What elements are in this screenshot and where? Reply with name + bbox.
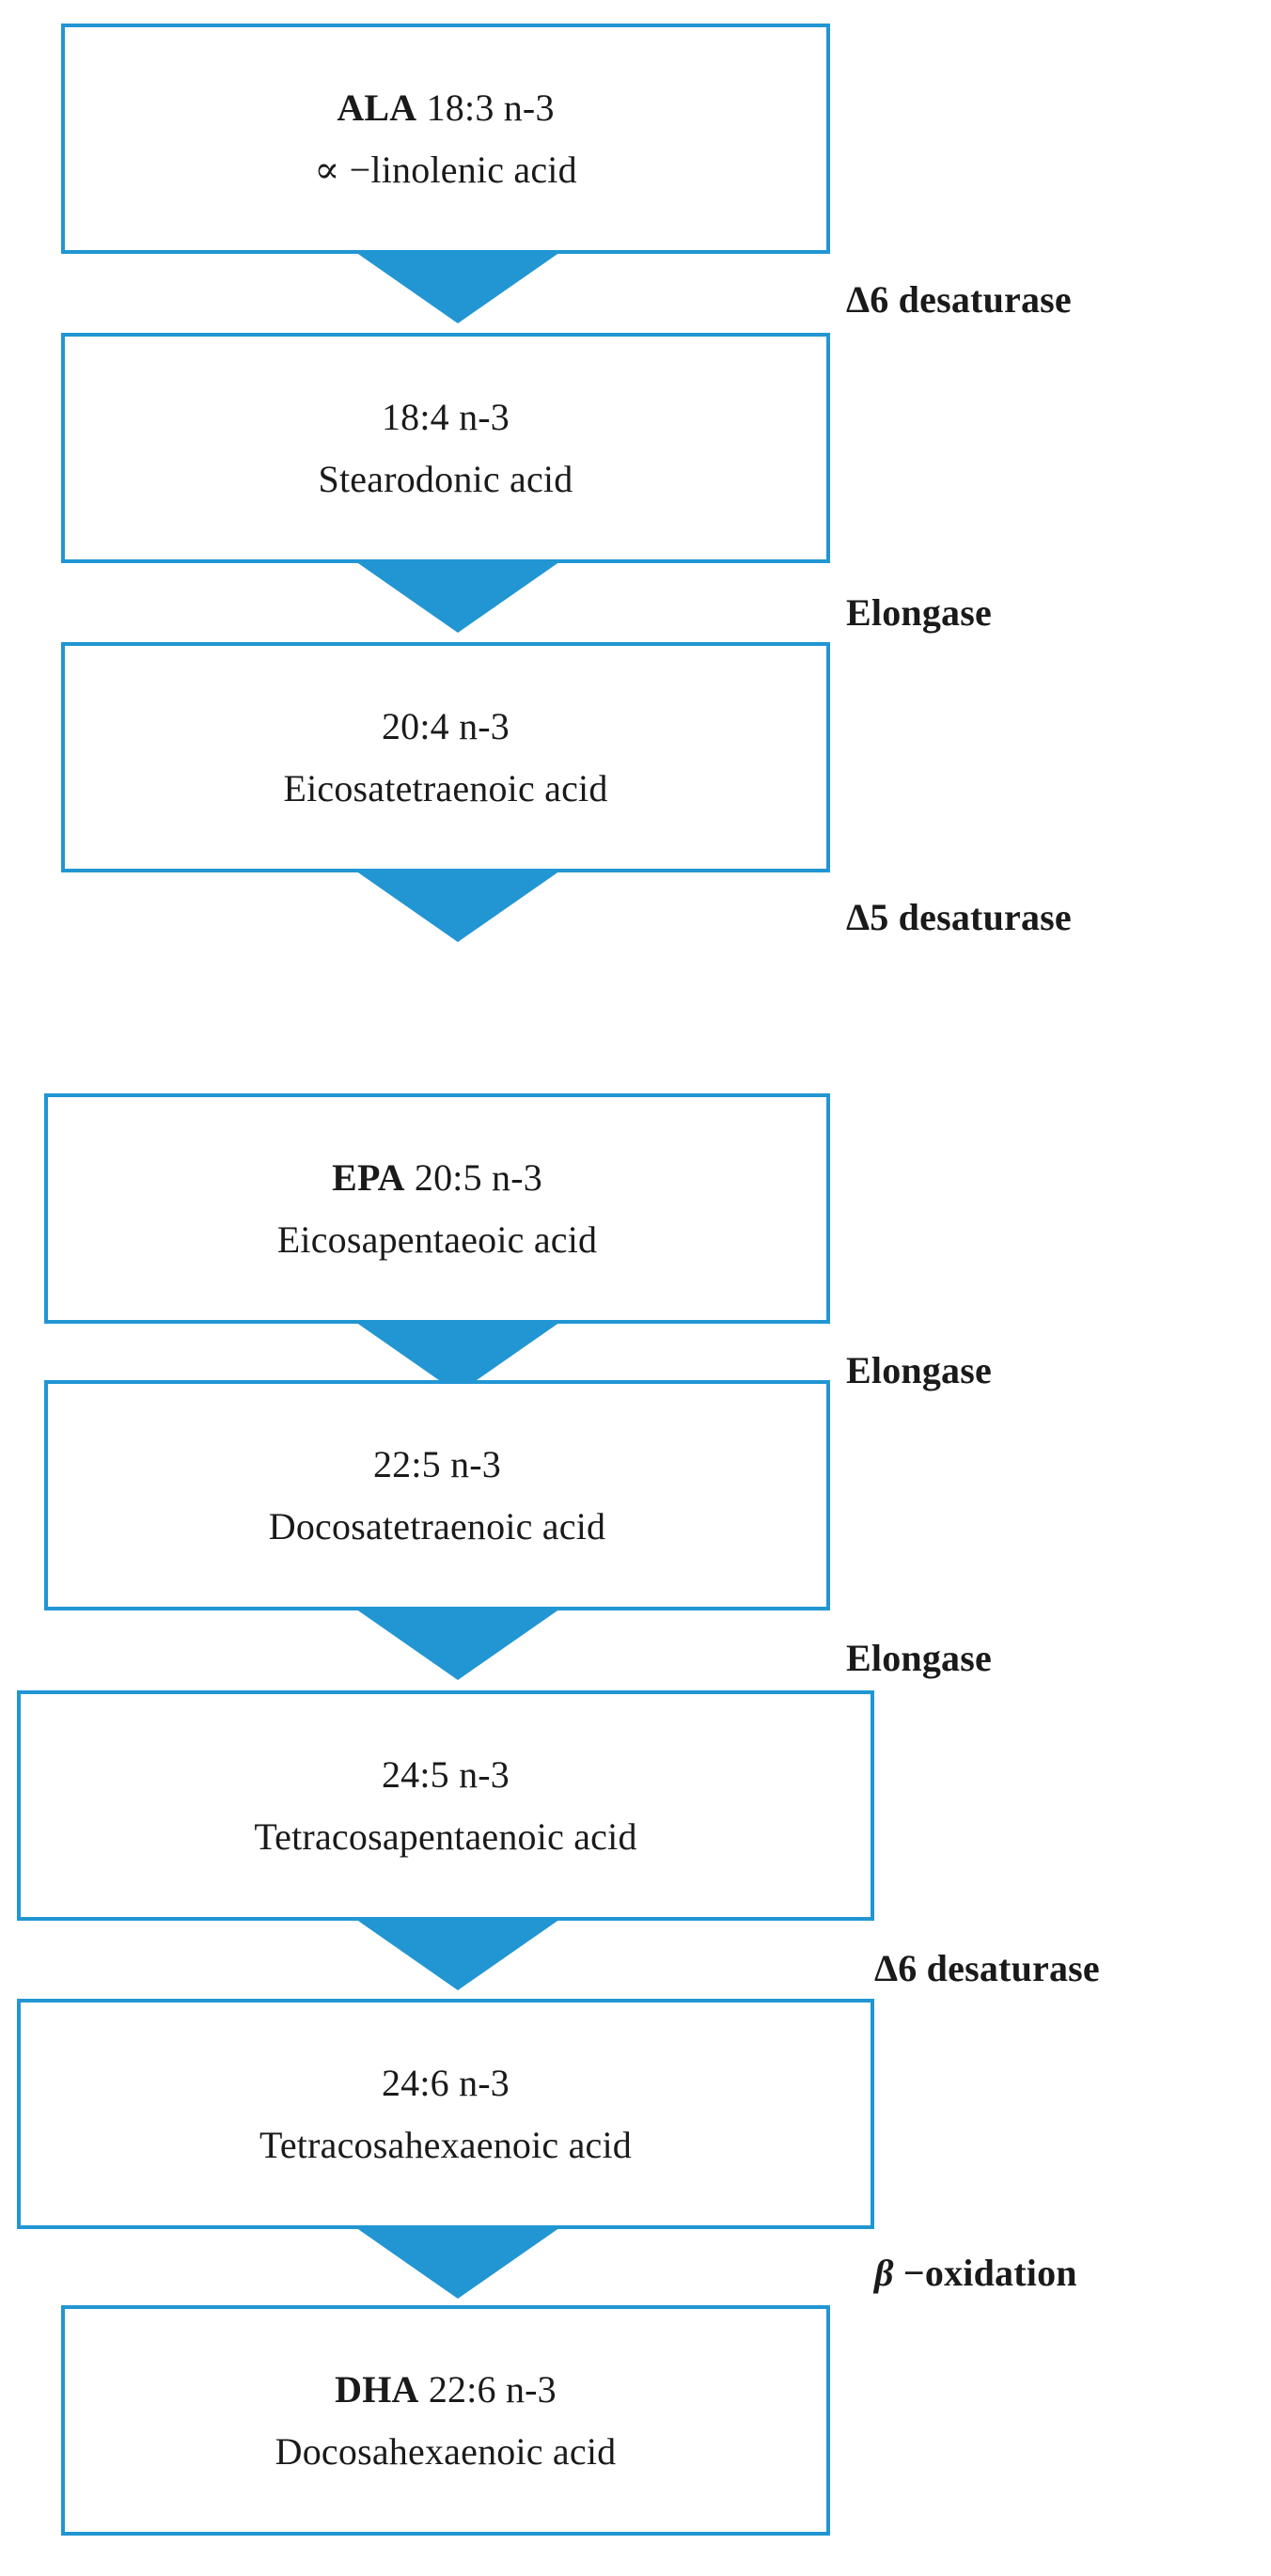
- greek-beta-symbol: β: [874, 2252, 894, 2294]
- metabolite-name: Stearodonic acid: [318, 457, 573, 500]
- enzyme-name: −oxidation: [893, 2252, 1077, 2294]
- metabolite-formula: 20:4 n-3: [381, 705, 510, 748]
- metabolite-formula: 24:5 n-3: [381, 1753, 510, 1797]
- metabolite-name: ∝ −linolenic acid: [314, 148, 577, 191]
- metabolite-name: Tetracosapentaenoic acid: [254, 1814, 637, 1858]
- metabolite-name: Tetracosahexaenoic acid: [259, 2123, 632, 2166]
- metabolite-name: Eicosapentaeoic acid: [276, 1217, 598, 1261]
- metabolite-formula: ALA 18:3 n-3: [337, 84, 554, 132]
- flow-arrow-down-icon: [353, 1917, 563, 1990]
- enzyme-name: desaturase: [917, 1947, 1100, 1989]
- metabolite-name: Docosatetraenoic acid: [268, 1504, 606, 1547]
- greek-delta-symbol: Δ6: [846, 278, 889, 321]
- metabolite-abbreviation: EPA: [332, 1156, 405, 1200]
- enzyme-label-enzyme-3: Δ5 desaturase: [846, 895, 1072, 939]
- metabolite-formula: 22:5 n-3: [372, 1443, 502, 1486]
- flow-arrow-down-icon: [353, 1607, 563, 1680]
- flow-arrow-down-icon: [353, 869, 563, 942]
- metabolite-node-ala: ALA 18:3 n-3 ∝ −linolenic acid: [61, 24, 830, 254]
- metabolite-chain-notation: 22:6 n-3: [418, 2368, 557, 2411]
- metabolite-abbreviation: ALA: [337, 86, 417, 130]
- enzyme-label-enzyme-7: β −oxidation: [874, 2251, 1077, 2295]
- enzyme-label-enzyme-4: Elongase: [846, 1349, 992, 1391]
- metabolite-abbreviation: DHA: [335, 2368, 419, 2411]
- metabolite-formula: 18:4 n-3: [381, 396, 510, 439]
- metabolite-chain-notation: 20:5 n-3: [404, 1156, 542, 1200]
- metabolite-name: Eicosatetraenoic acid: [283, 766, 608, 809]
- greek-delta-symbol: Δ5: [846, 896, 889, 938]
- enzyme-label-enzyme-2: Elongase: [846, 591, 992, 634]
- metabolite-chain-notation: 18:3 n-3: [416, 86, 555, 130]
- enzyme-label-enzyme-6: Δ6 desaturase: [874, 1946, 1100, 1990]
- metabolite-name: Docosahexaenoic acid: [275, 2429, 617, 2473]
- metabolite-formula: 24:6 n-3: [381, 2062, 510, 2105]
- enzyme-label-enzyme-1: Δ6 desaturase: [846, 277, 1072, 322]
- metabolite-formula: EPA 20:5 n-3: [332, 1154, 542, 1202]
- metabolite-formula: DHA 22:6 n-3: [335, 2365, 557, 2413]
- flow-arrow-down-icon: [353, 250, 563, 323]
- greek-delta-symbol: Δ6: [874, 1947, 918, 1989]
- flow-arrow-down-icon: [353, 2225, 563, 2299]
- enzyme-label-enzyme-5: Elongase: [846, 1637, 992, 1679]
- enzyme-name: desaturase: [888, 278, 1072, 321]
- flow-arrow-down-icon: [353, 559, 563, 633]
- enzyme-name: desaturase: [888, 896, 1072, 938]
